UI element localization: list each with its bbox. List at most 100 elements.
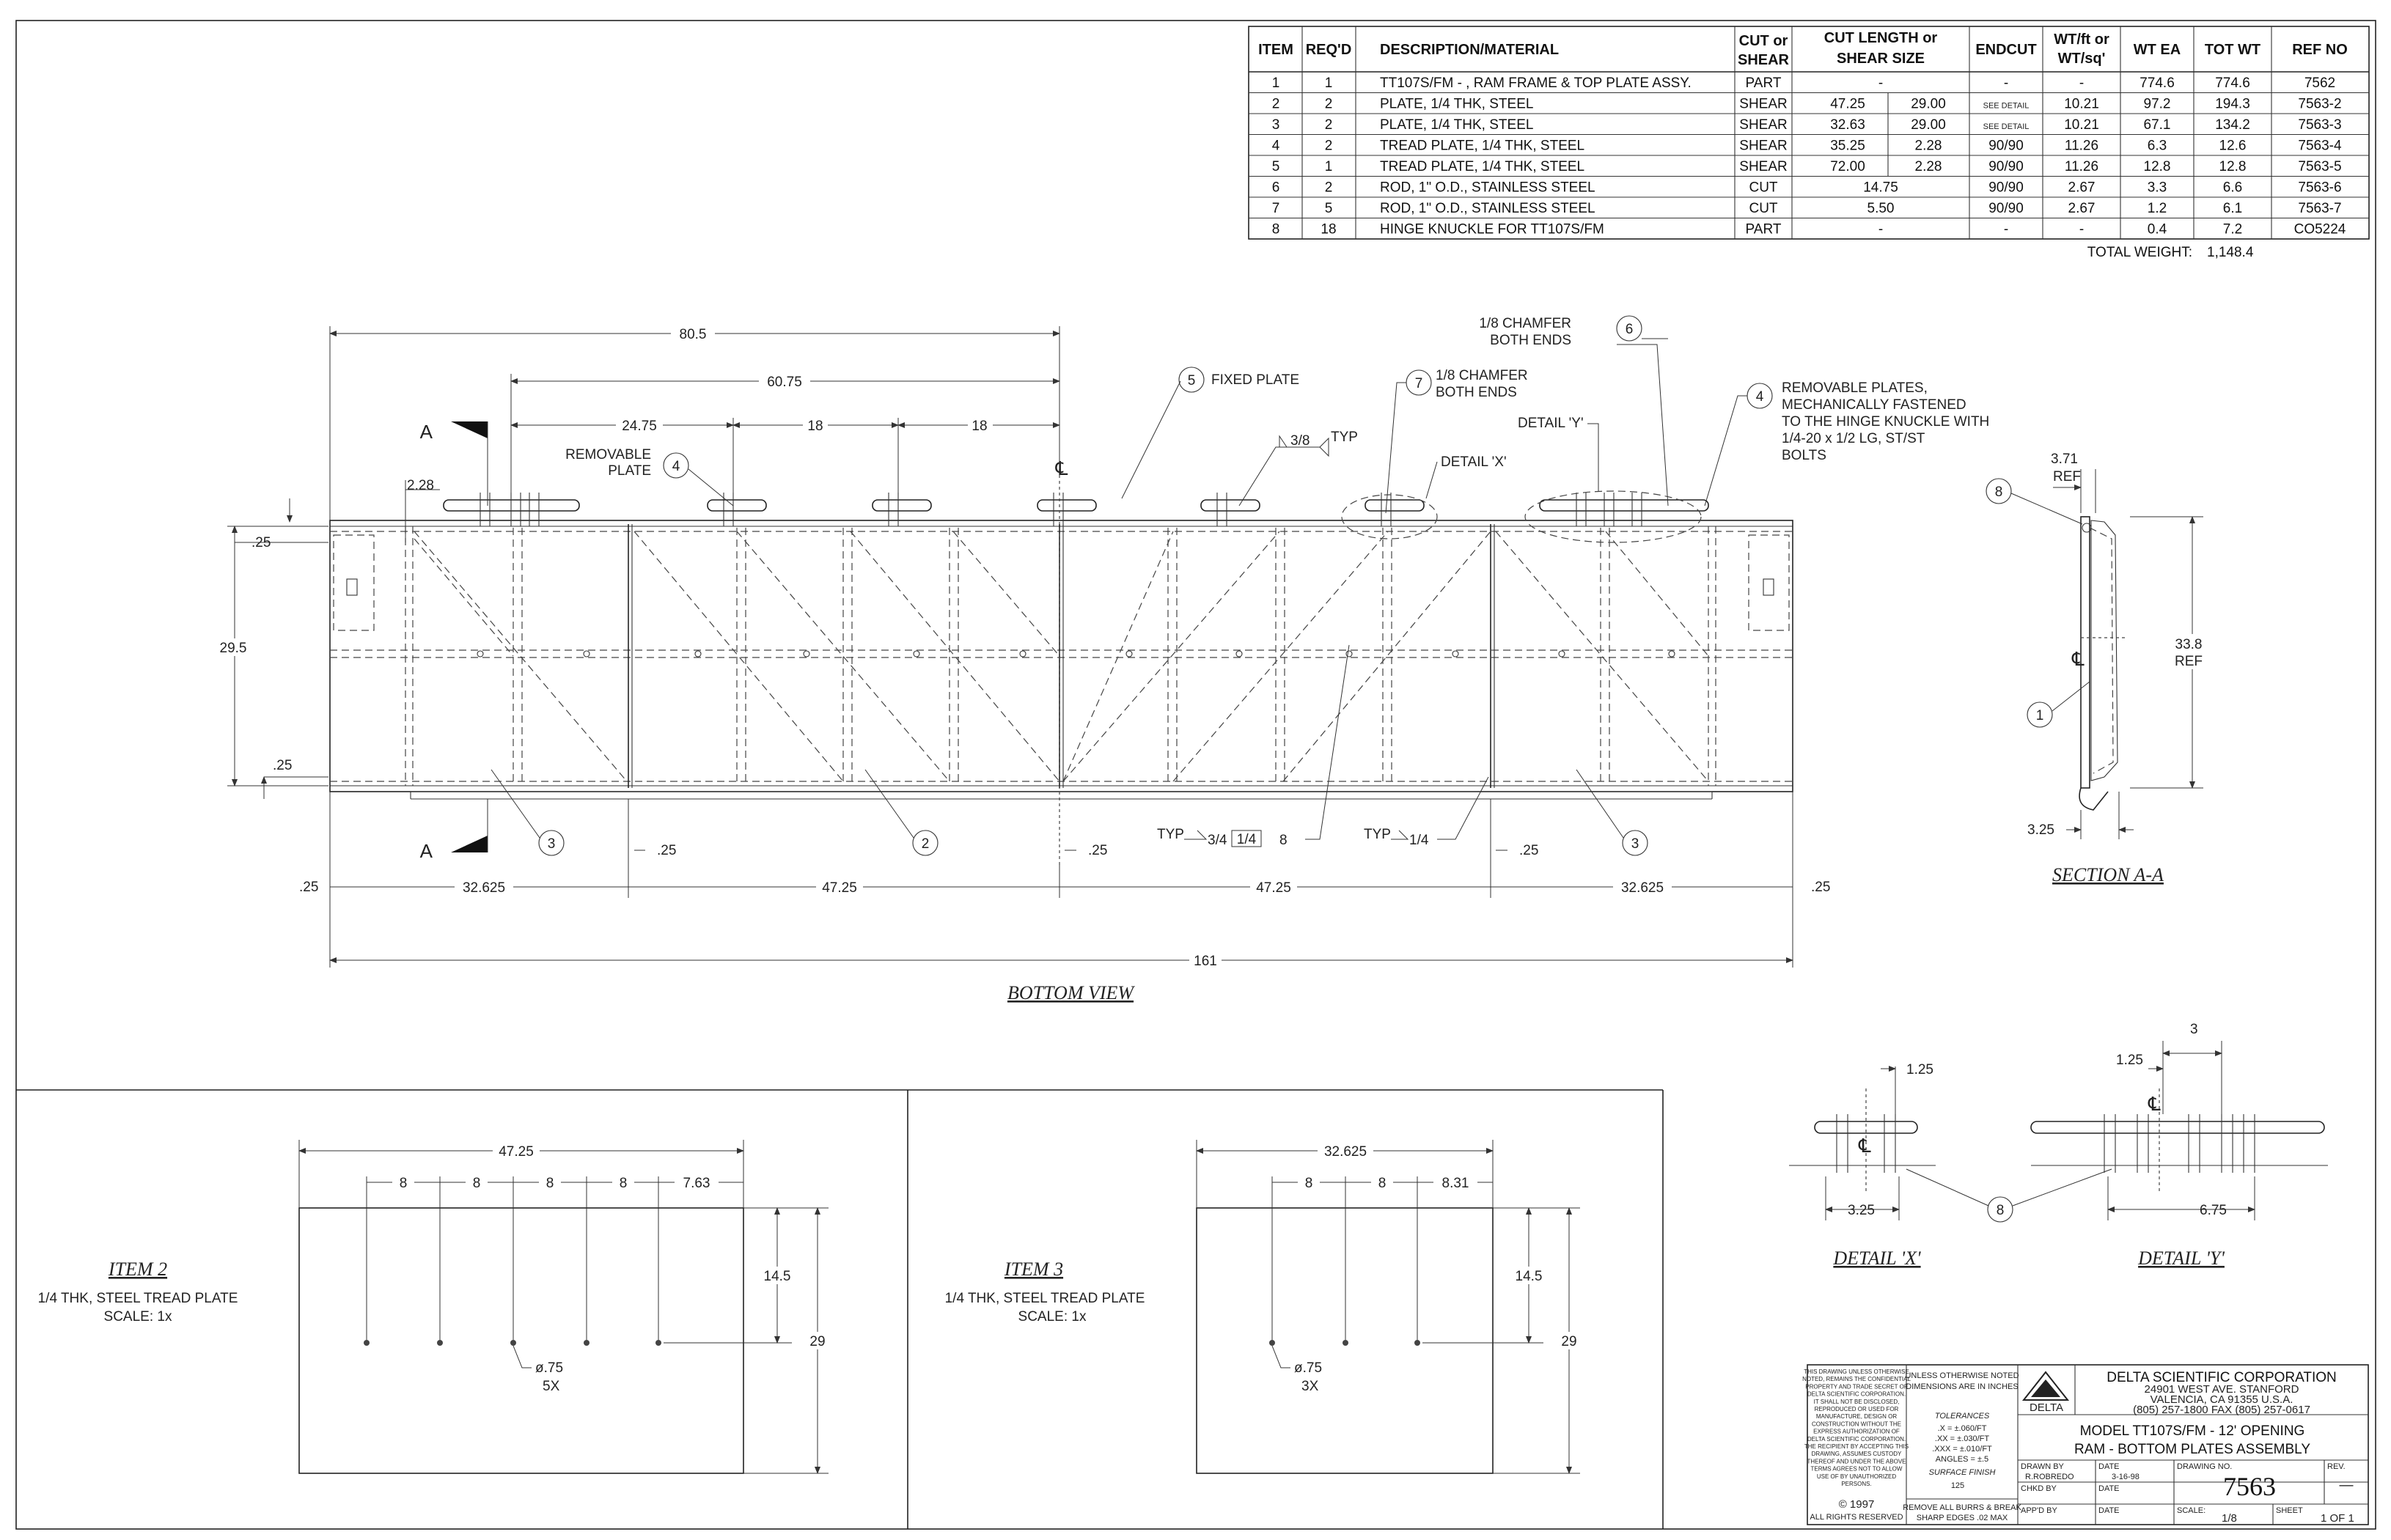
bom-cell-req: 5 xyxy=(1325,201,1333,216)
bom-cell-req: 2 xyxy=(1325,117,1333,133)
bom-header-cut-length-l2: SHEAR SIZE xyxy=(1837,51,1925,67)
bom-cell-endcut: 90/90 xyxy=(1988,201,2024,216)
item-3-width: 32.625 xyxy=(1324,1144,1367,1160)
dim-bottom-0-25-d: .25 xyxy=(1519,843,1538,858)
item-2-spacing-1: 8 xyxy=(400,1176,408,1191)
dim-bottom-0-25-e: .25 xyxy=(1811,880,1830,895)
tb-notice-line: DELTA SCIENTIFIC CORPORATION. xyxy=(1807,1436,1906,1443)
svg-text:4: 4 xyxy=(672,459,680,474)
item-2-plate xyxy=(298,1207,744,1474)
section-mark-top: A xyxy=(420,421,433,443)
tb-notice-line: THE RECIPIENT BY ACCEPTING THIS xyxy=(1804,1443,1909,1450)
bom-cell-wtft: 11.26 xyxy=(2065,159,2098,174)
dim-0-25-bottom: .25 xyxy=(273,758,292,773)
tb-date-label-2: DATE xyxy=(2098,1484,2120,1493)
tb-dwg-label: DRAWING NO. xyxy=(2177,1462,2232,1471)
callout-removable-plates-l4: 1/4-20 x 1/2 LG, ST/ST xyxy=(1782,431,1925,446)
bom-header-item: ITEM xyxy=(1258,42,1293,58)
bom-cell-cs: SHEAR xyxy=(1739,159,1787,174)
bom-cell-endcut: SEE DETAIL xyxy=(1983,102,2030,111)
bom-cell-totwt: 12.6 xyxy=(2219,139,2247,154)
bill-of-materials-table: ITEM REQ'D DESCRIPTION/MATERIAL CUT or S… xyxy=(1248,26,2370,260)
tb-date-label-1: DATE xyxy=(2098,1462,2120,1471)
bom-total-label: TOTAL WEIGHT: xyxy=(2087,245,2192,260)
bom-cell-ref: 7563-6 xyxy=(2298,180,2341,196)
bom-cell-totwt: 12.8 xyxy=(2219,159,2247,174)
callout-removable-plates-l5: BOLTS xyxy=(1782,448,1826,463)
callout-removable-plates-l3: TO THE HINGE KNUCKLE WITH xyxy=(1782,414,1989,430)
bom-cell-wtft: 10.21 xyxy=(2064,117,2099,133)
bom-header-ref-no: REF NO xyxy=(2292,42,2348,58)
item-2-spacing-5: 7.63 xyxy=(683,1176,710,1191)
bom-cell-desc: HINGE KNUCKLE FOR TT107S/FM xyxy=(1380,222,1604,237)
svg-text:2: 2 xyxy=(922,836,930,852)
tb-notice-line: PROPERTY AND TRADE SECRET OF xyxy=(1805,1383,1908,1390)
bom-header-wt-ft-l2: WT/sq' xyxy=(2058,51,2106,67)
bom-cell-len1: 5.50 xyxy=(1867,201,1895,216)
bom-cell-cs: SHEAR xyxy=(1739,139,1787,154)
tb-notice-line: USE OF BY UNAUTHORIZED xyxy=(1817,1473,1897,1480)
section-dim-3-71: 3.71 xyxy=(2051,452,2078,467)
tb-dwg-no: 7563 xyxy=(2223,1472,2276,1501)
item-3-spacing-2: 8 xyxy=(1378,1176,1387,1191)
bom-header-cut-length-l1: CUT LENGTH or xyxy=(1824,30,1938,46)
dim-29-5: 29.5 xyxy=(220,641,247,656)
tb-model: MODEL TT107S/FM - 12' OPENING xyxy=(2080,1423,2305,1439)
tb-rev-label: REV. xyxy=(2327,1462,2346,1471)
dim-bottom-32-625-b: 32.625 xyxy=(1621,880,1664,896)
bom-cell-len2: 29.00 xyxy=(1911,97,1946,112)
tb-notice-line: THIS DRAWING UNLESS OTHERWISE xyxy=(1804,1368,1909,1375)
svg-text:℄: ℄ xyxy=(1055,457,1068,479)
callout-removable-plates-l2: MECHANICALLY FASTENED xyxy=(1782,397,1966,413)
dim-total-161: 161 xyxy=(1194,954,1217,969)
balloon-5 xyxy=(1178,366,1205,393)
tb-notice-line: DELTA SCIENTIFIC CORPORATION. xyxy=(1807,1391,1906,1398)
bom-cell-wtea: 12.8 xyxy=(2144,159,2171,174)
item-3-scale: SCALE: 1x xyxy=(1018,1309,1087,1325)
tb-sheet-label: SHEET xyxy=(2276,1506,2303,1515)
bom-cell-len1: - xyxy=(1878,75,1883,91)
item-2-hole-dia: ø.75 xyxy=(535,1360,563,1376)
bom-cell-desc: ROD, 1" O.D., STAINLESS STEEL xyxy=(1380,201,1595,216)
bom-cell-wtft: - xyxy=(2079,75,2084,91)
dim-bottom-0-25-a: .25 xyxy=(299,880,318,895)
tb-rev: — xyxy=(2340,1478,2354,1493)
dim-18-a: 18 xyxy=(807,419,823,434)
callout-removable-l2: PLATE xyxy=(608,463,651,479)
dim-60-75: 60.75 xyxy=(767,375,802,390)
item-2-h2: 29 xyxy=(809,1334,825,1349)
bom-cell-item: 3 xyxy=(1272,117,1280,133)
bom-header-endcut: ENDCUT xyxy=(1975,42,2036,58)
bom-cell-item: 6 xyxy=(1272,180,1280,196)
bom-cell-len2: 2.28 xyxy=(1915,139,1942,154)
detail-x-title: DETAIL 'X' xyxy=(1832,1248,1921,1269)
detail-x: ℄ 1.25 3.25 DETAIL 'X' xyxy=(1789,1062,1936,1269)
tb-remove-2: SHARP EDGES .02 MAX xyxy=(1917,1514,2008,1522)
item-2-panel: ITEM 2 1/4 THK, STEEL TREAD PLATE SCALE:… xyxy=(38,1140,831,1474)
svg-text:7: 7 xyxy=(1415,376,1423,391)
bom-cell-desc: PLATE, 1/4 THK, STEEL xyxy=(1380,97,1533,112)
bom-cell-wtft: 11.26 xyxy=(2065,139,2098,154)
svg-text:℄: ℄ xyxy=(2148,1093,2161,1115)
tb-company: DELTA SCIENTIFIC CORPORATION xyxy=(2107,1370,2337,1385)
dim-0-25-top: .25 xyxy=(251,535,271,550)
detail-y-dim-1-25: 1.25 xyxy=(2116,1053,2143,1068)
balloon-2 xyxy=(912,830,939,856)
tb-sheet: 1 OF 1 xyxy=(2321,1512,2354,1525)
bom-cell-item: 1 xyxy=(1272,75,1280,91)
bom-cell-len1: - xyxy=(1878,222,1883,237)
bottom-view: ℄ 80.5 60.75 24.75 18 18 2.28 .25 xyxy=(216,315,1989,1003)
weld-typ-top: TYP xyxy=(1331,430,1358,445)
callout-removable-l1: REMOVABLE xyxy=(565,447,651,463)
detail-y-dim-3: 3 xyxy=(2190,1022,2198,1037)
callout-fixed-plate: FIXED PLATE xyxy=(1211,372,1299,388)
detail-y-marker xyxy=(1524,490,1702,543)
bom-cell-req: 2 xyxy=(1325,139,1333,154)
tb-notice-line: EXPRESS AUTHORIZATION OF xyxy=(1813,1429,1900,1435)
tb-subtitle: RAM - BOTTOM PLATES ASSEMBLY xyxy=(2074,1442,2310,1457)
bom-header-desc: DESCRIPTION/MATERIAL xyxy=(1380,42,1559,58)
tb-tol-2: .XX = ±.030/FT xyxy=(1935,1434,1989,1443)
balloon-3-left xyxy=(538,830,565,856)
tb-logo-text: DELTA xyxy=(2030,1401,2063,1414)
